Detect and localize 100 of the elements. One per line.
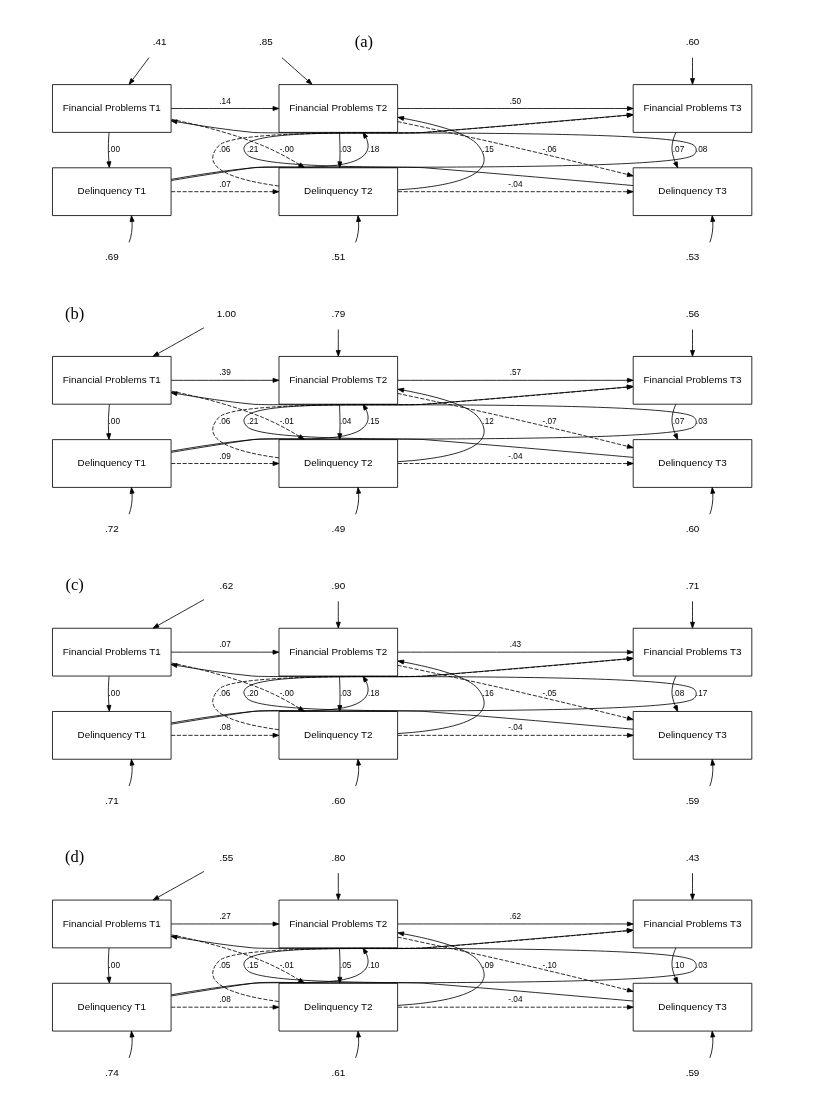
arrow <box>281 57 313 85</box>
node-box: Delinquency T1 <box>52 982 172 1032</box>
arrow <box>355 758 362 787</box>
label: (c) <box>65 575 84 595</box>
arrow <box>170 391 697 452</box>
node-box: Delinquency T3 <box>632 982 753 1032</box>
node-text: .80 <box>331 851 346 863</box>
arrow <box>397 106 634 111</box>
node-box: Financial Problems T2 <box>278 899 399 949</box>
arrow <box>128 215 135 243</box>
arrow <box>152 327 205 357</box>
node-box: Financial Problems T3 <box>632 627 753 677</box>
arrow <box>170 461 280 466</box>
arrow <box>690 329 695 357</box>
edge-label: .06 <box>218 416 231 426</box>
edge-label: .00 <box>108 145 120 155</box>
node-box: Delinquency T1 <box>52 711 172 760</box>
node-text: .53 <box>685 251 700 263</box>
node-text: .71 <box>685 579 700 591</box>
node-box: Financial Problems T3 <box>632 899 753 949</box>
node-box: Delinquency T1 <box>52 439 172 488</box>
node-box: Delinquency T1 <box>52 167 172 216</box>
edge-label: .20 <box>246 688 259 698</box>
node-text: 1.00 <box>216 307 236 319</box>
arrow <box>128 57 150 85</box>
node-text: .41 <box>152 36 167 48</box>
arrow <box>709 487 716 515</box>
edge-label: .50 <box>509 96 522 106</box>
label: (d) <box>65 847 85 867</box>
node-box: Financial Problems T1 <box>52 84 172 133</box>
edge-label: .10 <box>672 960 685 970</box>
node-box: Delinquency T2 <box>278 439 399 488</box>
edge-label: .39 <box>219 368 231 378</box>
edge-label: -.06 <box>542 145 557 155</box>
arrow <box>397 189 634 195</box>
edge-label: .43 <box>509 640 522 650</box>
arrow <box>106 947 112 984</box>
edge-label: -.01 <box>279 960 294 970</box>
node-box: Financial Problems T1 <box>52 356 172 405</box>
edge-label: .03 <box>695 960 708 970</box>
arrow <box>397 461 634 466</box>
node-text: .62 <box>219 579 234 591</box>
edge-label: .00 <box>108 416 120 426</box>
label: (b) <box>65 303 85 323</box>
edge-label: .08 <box>695 145 708 155</box>
arrow <box>690 600 695 629</box>
edge-label: .21 <box>246 416 259 426</box>
node-box: Financial Problems T2 <box>278 84 399 133</box>
arrow <box>397 121 634 177</box>
node-box: Financial Problems T1 <box>52 627 172 677</box>
edge-label: .08 <box>672 688 685 698</box>
arrow <box>170 663 697 724</box>
node-text: .90 <box>331 579 346 591</box>
arrow <box>335 600 341 629</box>
edge-label: .08 <box>219 995 231 1005</box>
edge-label: .07 <box>219 179 231 189</box>
arrow <box>106 675 112 712</box>
arrow <box>397 936 634 993</box>
arrow <box>170 649 280 655</box>
node-box: Delinquency T2 <box>278 711 399 760</box>
node-text: .79 <box>331 307 346 319</box>
edge-label: -.01 <box>279 416 294 426</box>
edge-label: -.04 <box>508 451 523 461</box>
edge-label: .03 <box>695 416 708 426</box>
arrow <box>397 931 485 1006</box>
edge-label: .03 <box>340 688 352 698</box>
node-text: .59 <box>685 1066 700 1078</box>
arrow <box>671 403 679 441</box>
arrow <box>709 758 716 787</box>
arrow <box>397 659 485 734</box>
edge-label: .05 <box>340 960 352 970</box>
arrow <box>355 1030 362 1059</box>
arrow <box>355 215 362 243</box>
node-text: .85 <box>258 36 273 48</box>
arrow <box>397 377 634 383</box>
node-box: Financial Problems T3 <box>632 356 753 405</box>
node-box: Financial Problems T3 <box>632 84 753 133</box>
arrow <box>671 132 679 169</box>
arrow <box>152 599 205 629</box>
arrow <box>170 403 369 453</box>
edge-label: .09 <box>482 960 494 970</box>
edge-label: .12 <box>482 416 494 426</box>
arrow <box>170 934 697 996</box>
node-box: Financial Problems T2 <box>278 627 399 677</box>
arrow <box>170 106 280 111</box>
arrow <box>170 732 280 738</box>
arrow <box>128 758 135 787</box>
node-box: Financial Problems T1 <box>52 899 172 949</box>
edge-label: -.00 <box>279 145 294 155</box>
arrow <box>106 404 112 440</box>
edge-label: -.10 <box>542 960 557 970</box>
edge-label: .21 <box>246 145 259 155</box>
arrow <box>671 675 679 712</box>
arrow <box>397 387 485 463</box>
node-text: .51 <box>331 251 346 263</box>
arrow <box>170 675 369 725</box>
edge-label: .00 <box>108 688 120 698</box>
arrow <box>170 921 280 927</box>
node-text: .71 <box>104 794 119 806</box>
edge-label: .57 <box>509 368 522 378</box>
